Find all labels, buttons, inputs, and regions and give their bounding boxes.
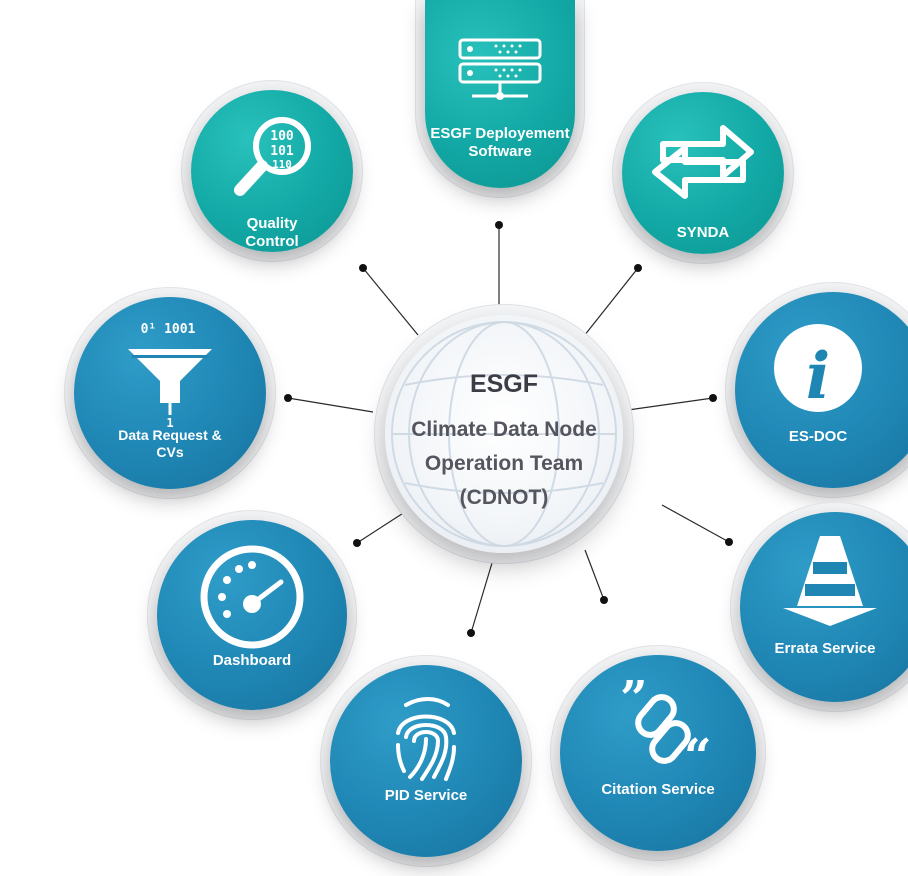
- center-subtitle: Climate Data Node Operation Team (CDNOT): [411, 418, 597, 509]
- node-data-request[interactable]: 0¹ 1001 1 Data Request & CVs: [74, 297, 266, 489]
- fingerprint-icon: [330, 693, 522, 793]
- node-synda-label: SYNDA: [676, 224, 730, 241]
- svg-text:110: 110: [272, 158, 292, 171]
- gauge-icon: [157, 542, 347, 652]
- link-quote-icon: ” “: [560, 677, 756, 777]
- svg-text:i: i: [806, 339, 830, 414]
- node-dashboard-label: Dashboard: [212, 652, 292, 669]
- link-synda: [583, 267, 639, 337]
- magnifier-binary-icon: 100 101 110: [191, 108, 353, 208]
- node-citation-service[interactable]: ” “ Citation Service: [560, 655, 756, 851]
- node-data-request-label: Data Request & CVs: [118, 427, 222, 460]
- link-dot: [359, 264, 367, 272]
- link-dashboard: [356, 509, 409, 544]
- node-pid-label: PID Service: [384, 787, 468, 804]
- link-dot: [634, 264, 642, 272]
- link-dot: [725, 538, 733, 546]
- link-citation: [584, 549, 605, 601]
- node-deployment-label: ESGF Deployement Software: [430, 125, 570, 160]
- node-citation-label: Citation Service: [601, 781, 715, 798]
- link-dot: [495, 221, 503, 229]
- svg-text:”: ”: [620, 677, 648, 727]
- link-dot: [284, 394, 292, 402]
- traffic-cone-icon: [730, 528, 908, 628]
- node-errata-label: Errata Service: [774, 640, 876, 657]
- globe-icon: [391, 321, 617, 547]
- node-es-doc[interactable]: i ES-DOC: [735, 292, 908, 488]
- link-data-request: [287, 397, 374, 413]
- svg-text:100: 100: [270, 129, 294, 144]
- node-dashboard[interactable]: Dashboard: [157, 520, 347, 710]
- link-dot: [353, 539, 361, 547]
- node-quality-control[interactable]: 100 101 110 Quality Control: [191, 90, 353, 252]
- node-deployment-software[interactable]: ESGF Deployement Software: [425, 0, 575, 188]
- svg-text:1: 1: [166, 416, 173, 429]
- link-errata: [661, 504, 730, 543]
- exchange-arrows-icon: [622, 114, 784, 204]
- link-dot: [600, 596, 608, 604]
- center-node-cdnot[interactable]: ESGF Climate Data Node Operation Team (C…: [385, 315, 623, 553]
- link-pid: [470, 552, 496, 634]
- node-quality-label: Quality Control: [245, 215, 299, 250]
- info-icon: i: [705, 320, 908, 416]
- svg-text:0¹ 1001: 0¹ 1001: [141, 322, 196, 337]
- svg-text:101: 101: [270, 144, 294, 159]
- link-dot: [709, 394, 717, 402]
- node-pid-service[interactable]: PID Service: [330, 665, 522, 857]
- node-es-doc-label: ES-DOC: [788, 428, 848, 445]
- link-esdoc: [627, 397, 714, 411]
- node-errata-service[interactable]: Errata Service: [740, 512, 908, 702]
- server-icon: [425, 38, 575, 106]
- funnel-icon: 0¹ 1001 1: [74, 319, 266, 429]
- node-synda[interactable]: SYNDA: [622, 92, 784, 254]
- link-quality: [362, 267, 419, 336]
- center-title: ESGF: [469, 370, 539, 398]
- link-dot: [467, 629, 475, 637]
